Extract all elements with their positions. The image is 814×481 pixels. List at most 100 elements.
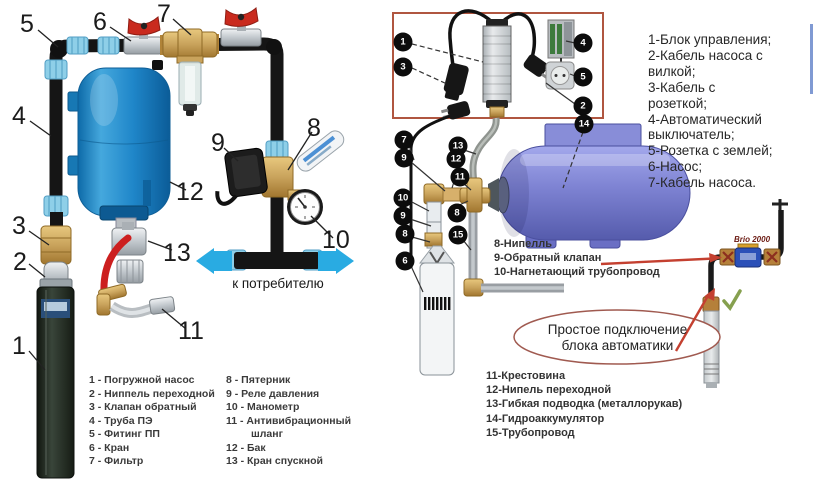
legend-item: 9 - Реле давления <box>226 387 320 400</box>
legend-line: 2-Кабель насоса с <box>648 47 763 63</box>
number-badge: 9 <box>394 207 412 225</box>
schematic-pump <box>419 251 455 376</box>
control-unit <box>440 9 575 120</box>
right-schematic-art <box>392 9 813 388</box>
number-badge: 1 <box>394 33 412 51</box>
callout-number: 4 <box>12 102 26 130</box>
cartridge <box>296 130 345 172</box>
callout-number: 5 <box>20 10 34 38</box>
pump-cable <box>409 114 451 268</box>
callout-bubble-text: Простое подключение блока автоматики <box>515 322 720 354</box>
legend-item: 8-Нипелль <box>494 238 552 250</box>
legend-line: 4-Автоматический <box>648 111 762 127</box>
pressure-switch <box>215 147 268 206</box>
legend-item: 10 - Манометр <box>226 401 300 413</box>
left-leader-lines <box>28 18 334 371</box>
bubble-line-2: блока автоматики <box>561 338 674 353</box>
number-badge: 12 <box>447 150 465 168</box>
legend-line: розеткой; <box>648 95 708 111</box>
red-arrows <box>600 253 722 352</box>
legend-line: 6-Насос; <box>648 159 703 175</box>
callout-bubble <box>513 309 721 365</box>
number-badge: 4 <box>574 34 592 52</box>
legend-line: вилкой; <box>648 63 696 79</box>
grounded-socket <box>545 58 575 90</box>
legend-item: 13-Гибкая подводка (металлорукав) <box>486 398 683 411</box>
bubble-line-1: Простое подключение <box>547 322 688 337</box>
legend-item: 12 - Бак <box>226 441 266 454</box>
number-badge: 11 <box>451 168 469 186</box>
checkmark-icon <box>722 289 742 311</box>
callout-number: 7 <box>157 0 171 28</box>
legend-item: 3 - Клапан обратный <box>89 401 197 413</box>
callout-number: 8 <box>307 114 321 142</box>
callout-number: 10 <box>322 226 350 254</box>
brio-fittings <box>702 243 781 313</box>
right-leader-lines <box>409 40 584 293</box>
check-valve <box>40 212 72 288</box>
hydro-tank-horizontal <box>488 123 691 249</box>
legend-line: 1-Блок управления; <box>648 32 772 47</box>
number-badge: 10 <box>394 189 412 207</box>
ball-valve-right <box>220 7 262 47</box>
legend-line: 3-Кабель с <box>648 79 716 95</box>
legend-line: выключатель; <box>648 127 735 143</box>
legend-item: 7 - Фильтр <box>89 455 144 467</box>
callout-number: 2 <box>13 248 27 276</box>
legend-item: 2 - Ниппель переходной <box>89 387 215 400</box>
legend-item: 4 - Труба ПЭ <box>89 414 153 427</box>
five-way-manifold <box>215 130 345 225</box>
callout-number: 9 <box>211 129 225 157</box>
number-badge: 8 <box>448 204 466 222</box>
legend-item: 6 - Кран <box>89 441 130 454</box>
callout-number: 11 <box>178 317 204 345</box>
consumer-direction-label: к потребителю <box>232 276 324 291</box>
number-badge: 8 <box>396 225 414 243</box>
brio-device-label: Brio 2000 <box>734 235 771 244</box>
brio-assembly <box>702 199 788 388</box>
callout-number: 3 <box>12 212 26 240</box>
number-badge: 7 <box>395 131 413 149</box>
number-badge: 2 <box>574 97 592 115</box>
legend-item: 1 - Погружной насос <box>89 374 195 386</box>
legend-line: 7-Кабель насоса. <box>648 175 757 191</box>
edge-artifact <box>810 24 813 94</box>
number-badge: 14 <box>575 115 593 133</box>
number-badge: 13 <box>449 137 467 155</box>
antivibration-hose <box>96 283 176 318</box>
number-badge: 5 <box>574 68 592 86</box>
number-badge: 6 <box>396 252 414 270</box>
legend-item: 12-Нипель переходной <box>486 384 612 397</box>
consumer-tee <box>196 248 354 274</box>
legend-item: 9-Обратный клапан <box>494 252 602 264</box>
callout-number: 12 <box>176 178 204 206</box>
legend-item: 13 - Кран спускной <box>226 455 323 467</box>
submersible-pump <box>36 278 75 479</box>
drain-valve <box>100 222 147 297</box>
left-assembly-art <box>28 7 354 479</box>
ball-valve <box>123 16 163 55</box>
legend-item: 11-Крестовина <box>486 370 566 382</box>
circuit-breaker <box>547 19 575 59</box>
hydro-tank-vertical <box>67 60 171 231</box>
legend-item: 5 - Фитинг ПП <box>89 428 160 440</box>
discharge-assembly <box>418 177 564 297</box>
filter <box>160 28 219 116</box>
callout-number: 13 <box>163 239 191 267</box>
legend-item: 8 - Пятерник <box>226 374 291 386</box>
legend-item: 15-Трубопровод <box>486 426 575 439</box>
legend-item: 14-Гидроаккумулятор <box>486 412 605 425</box>
legend-item: 11 - Антивибрационный шланг <box>226 414 352 441</box>
cable-socket <box>443 62 469 101</box>
callout-number: 1 <box>12 332 26 360</box>
callout-number: 6 <box>93 8 107 36</box>
number-badge: 3 <box>394 58 412 76</box>
legend-item: 10-Нагнетающий трубопровод <box>494 266 660 278</box>
number-badge: 15 <box>449 226 467 244</box>
